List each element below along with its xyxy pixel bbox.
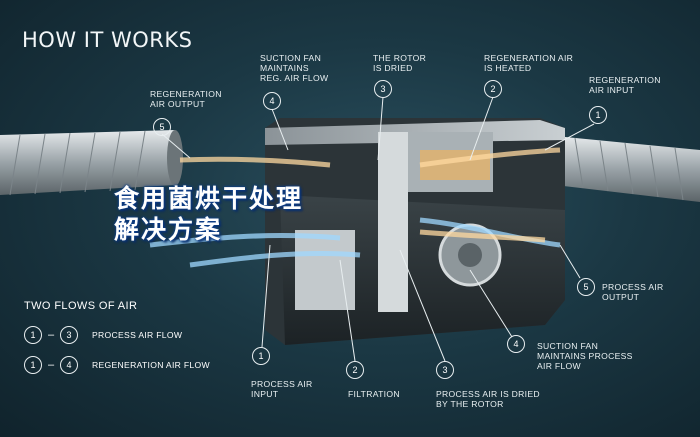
callout-badge-4-bottom: 4 — [507, 335, 525, 353]
flow-label: PROCESS AIR FLOW — [92, 330, 183, 340]
callout-badge-5-bottom: 5 — [577, 278, 595, 296]
callout-badge-5-top: 5 — [153, 118, 171, 136]
callout-leader-lines — [161, 96, 595, 362]
flow-label: REGENERATION AIR FLOW — [92, 360, 210, 370]
page-title: HOW IT WORKS — [22, 28, 193, 52]
callout-badge-3-top: 3 — [374, 80, 392, 98]
callout-label-filtration: FILTRATION — [348, 389, 400, 399]
callout-label-process-input: PROCESS AIR INPUT — [251, 379, 313, 399]
callout-label-regen-input: REGENERATION AIR INPUT — [589, 75, 661, 95]
flow-separator: – — [48, 329, 55, 341]
callout-label-suction-fan-reg: SUCTION FAN MAINTAINS REG. AIR FLOW — [260, 53, 329, 83]
callout-badge-2-bottom: 2 — [346, 361, 364, 379]
callout-label-process-dried: PROCESS AIR IS DRIED BY THE ROTOR — [436, 389, 540, 409]
callout-badge-3-bottom: 3 — [436, 361, 454, 379]
callout-label-process-output: PROCESS AIR OUTPUT — [602, 282, 664, 302]
regeneration-air-flow — [179, 147, 561, 243]
flow-badge-to: 3 — [60, 326, 78, 344]
callout-badge-1-bottom: 1 — [252, 347, 270, 365]
right-duct — [555, 136, 700, 202]
process-air-flow — [149, 217, 561, 268]
callout-label-suction-fan-process: SUCTION FAN MAINTAINS PROCESS AIR FLOW — [537, 341, 633, 371]
callout-label-regen-output: REGENERATION AIR OUTPUT — [150, 89, 222, 109]
callout-label-regen-heated: REGENERATION AIR IS HEATED — [484, 53, 574, 73]
left-duct — [0, 130, 183, 196]
callout-badge-2-top: 2 — [484, 80, 502, 98]
flow-separator: – — [48, 359, 55, 371]
flows-heading: TWO FLOWS OF AIR — [24, 300, 138, 312]
flow-badge-from: 1 — [24, 356, 42, 374]
flow-badge-to: 4 — [60, 356, 78, 374]
callout-label-rotor-dried: THE ROTOR IS DRIED — [373, 53, 427, 73]
overlay-headline: 食用菌烘干处理解决方案 — [114, 184, 304, 244]
callout-badge-1-top: 1 — [589, 106, 607, 124]
flow-badge-from: 1 — [24, 326, 42, 344]
callout-badge-4-top: 4 — [263, 92, 281, 110]
